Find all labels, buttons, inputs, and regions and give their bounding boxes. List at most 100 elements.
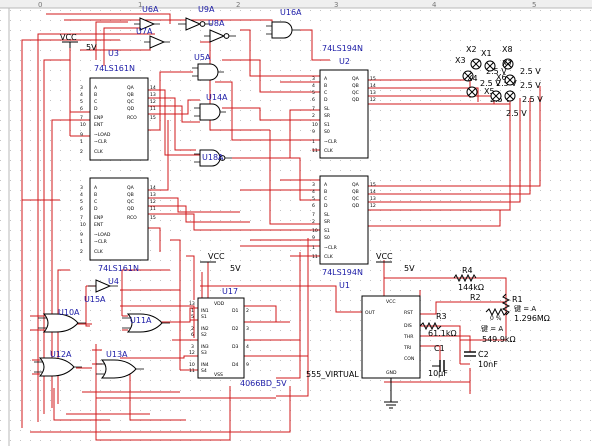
u1-shift-register-chip: 74LS194N U1 A B C D QA QB QC QD SL SR S1…: [312, 175, 376, 290]
probe-x7-ref: X7: [502, 59, 513, 68]
u6a-buffer: U6A: [134, 5, 160, 31]
r1-potentiometer: R1 键 = A 1.296MΩ: [501, 293, 550, 323]
u2-pin-b: B: [324, 83, 327, 89]
u1-pin-qc: QC: [352, 196, 359, 202]
u5a-label: U5A: [194, 53, 211, 62]
logic-gates: U6A U9A U7A U8A U16A: [34, 5, 302, 379]
u17-pin-vss: VSS: [214, 372, 223, 378]
u8a-inverter: U8A: [204, 19, 236, 43]
u2-shift-register-chip: 74LS194N U2 A B C D QA QB QC QD SL SR S1…: [312, 44, 376, 159]
probe-x3: X3 2.5 V: [455, 56, 511, 104]
supply-voltage-label: 5V: [404, 264, 415, 273]
u1-pin-c: C: [324, 196, 327, 202]
u2-pin-clr: ~CLR: [324, 139, 338, 145]
u2-pin-clk: CLK: [324, 148, 334, 154]
u4-pin-clr: ~CLR: [94, 239, 108, 245]
u2-pin-s0: S0: [324, 129, 330, 135]
u17-pin-number: 1: [191, 308, 194, 314]
probe-x6: X6 2.5 V: [496, 73, 543, 104]
u4-pin-number: 15: [150, 215, 156, 221]
u3-ref: U3: [108, 49, 119, 58]
u1-pin-qa: QA: [352, 182, 360, 188]
supply-voltage-label: 5V: [230, 264, 241, 273]
u2-pin-number: 3: [312, 76, 315, 82]
u3-pin-number: 4: [80, 92, 83, 98]
u17-pin-number: 2: [191, 326, 194, 332]
u2-pin-number: 14: [370, 83, 376, 89]
vcc-symbol-top-left: VCC 5V: [60, 33, 97, 52]
u17-pin-s2: S2: [201, 332, 207, 338]
u4-pin-qc: QC: [127, 199, 134, 205]
u16a-and-gate: U16A: [266, 8, 302, 39]
u3-pin-qc: QC: [127, 99, 134, 105]
u3-pin-qd: QD: [127, 106, 135, 112]
u1-pin-number: 6: [312, 203, 315, 209]
u17-pin-d4: D4: [232, 362, 239, 368]
u3-pin-number: 6: [80, 106, 83, 112]
probe-x8-ref: X8: [502, 45, 513, 54]
u17-analog-switch-chip: U17 4066BD_5V VDD IN1 IN2 IN3 IN4 S1 S2 …: [189, 287, 287, 388]
u1-pin-number: 9: [312, 235, 315, 241]
u17-pin-d1: D1: [232, 308, 239, 314]
u1-pin-number: 11: [312, 254, 318, 260]
probe-x4-voltage: 2.5 V: [480, 79, 501, 88]
c1-value: 10µF: [428, 369, 448, 378]
timer-pin-thr: THR: [403, 334, 414, 340]
u12a-label: U12A: [50, 350, 72, 359]
u3-pin-number: 14: [150, 85, 156, 91]
u4-pin-b: B: [94, 192, 97, 198]
u2-pin-qa: QA: [352, 76, 360, 82]
r2-potentiometer: R2 0 % 键 = A 549.9kΩ: [470, 293, 516, 344]
c2-value: 10nF: [478, 360, 498, 369]
c1-capacitor: C1 10µF: [428, 344, 448, 378]
u4-pin-enp: ENP: [94, 215, 103, 221]
ruler-mark-3: 3: [334, 1, 338, 9]
u4-pin-clk: CLK: [94, 249, 104, 255]
u9a-label: U9A: [198, 5, 215, 14]
r2-value: 549.9kΩ: [482, 335, 516, 344]
probe-x8-voltage: 2.5 V: [520, 67, 541, 76]
u1-pin-number: 3: [312, 182, 315, 188]
c2-capacitor: C2 10nF: [464, 350, 498, 369]
u3-pin-enp: ENP: [94, 115, 103, 121]
r3-resistor: R3 61.1kΩ: [419, 312, 457, 338]
u4-pin-d: D: [94, 206, 98, 212]
u1-pin-clk: CLK: [324, 254, 334, 260]
u17-pin-s3: S3: [201, 350, 207, 356]
u4-pin-number: 9: [80, 232, 83, 238]
u3-pin-a: A: [94, 85, 98, 91]
u6a-label: U6A: [142, 5, 159, 14]
u3-pin-number: 3: [80, 85, 83, 91]
u17-pin-number: 11: [189, 368, 195, 374]
u2-pin-number: 10: [312, 122, 318, 128]
u17-pin-number: 4: [246, 344, 249, 350]
r4-value: 144kΩ: [458, 283, 484, 292]
u3-pin-qb: QB: [127, 92, 134, 98]
ground-symbol: [384, 378, 398, 409]
u1-pin-clr: ~CLR: [324, 245, 338, 251]
u3-part: 74LS161N: [94, 64, 135, 73]
u13a-or-gate: U13A: [96, 350, 144, 379]
probe-x6-voltage: 2.5 V: [522, 95, 543, 104]
u4-pin-number: 3: [80, 185, 83, 191]
r1-key: 键 = A: [514, 304, 536, 313]
u2-pin-qd: QD: [352, 97, 360, 103]
u2-part: 74LS194N: [322, 44, 363, 53]
u3-pin-load: ~LOAD: [94, 132, 111, 138]
u4-pin-number: 4: [80, 192, 83, 198]
u5a-and-gate: U5A: [192, 53, 224, 81]
probe-x3-voltage: 2.5 V: [490, 95, 511, 104]
probe-x5: X5 2.5 V: [484, 87, 527, 118]
timer-pin-tri: TRI: [403, 345, 411, 351]
u4-pin-number: 6: [80, 206, 83, 212]
probe-indicators: X2 2.5 V X1 2.5 V X8 2.5 V X3 2.5 V X4: [455, 45, 543, 118]
u17-pin-number: 3: [191, 344, 194, 350]
probe-x4: X4 2.5 V: [466, 74, 501, 98]
r2-setting: 0 %: [490, 315, 502, 322]
u4-pin-c: C: [94, 199, 97, 205]
u16a-label: U16A: [280, 8, 302, 17]
u10a-or-gate: U10A: [38, 308, 86, 333]
u11a-label: U11A: [130, 316, 152, 325]
